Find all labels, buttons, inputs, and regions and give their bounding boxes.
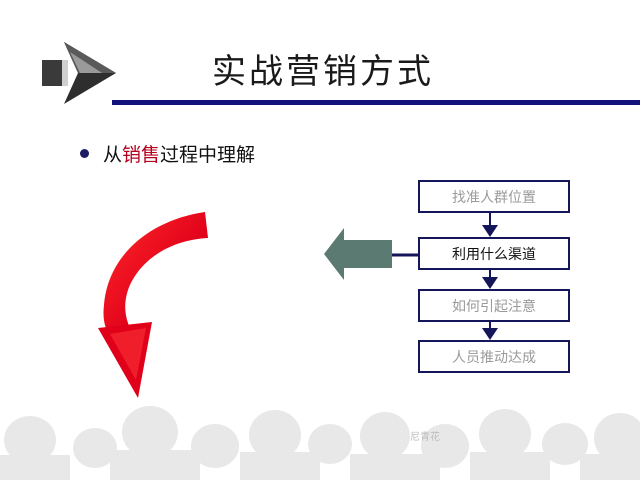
bullet-dot-icon [80, 149, 89, 158]
bullet-point: 从销售过程中理解 [80, 140, 255, 167]
chevron-arrow-icon [42, 42, 116, 104]
curved-red-arrow-icon [98, 212, 208, 398]
flow-step-4: 人员推动达成 [418, 340, 570, 373]
down-arrow-icon [482, 225, 498, 237]
bullet-emphasis: 销售 [122, 144, 161, 166]
crowd-silhouette [0, 406, 640, 480]
down-arrow-icon [482, 328, 498, 340]
watermark-text: 尼青花 [410, 432, 440, 443]
down-arrow-icon [482, 277, 498, 289]
bullet-suffix: 过程中理解 [160, 144, 256, 166]
flow-step-2: 利用什么渠道 [418, 237, 570, 270]
left-pointer-arrow-icon [324, 228, 418, 280]
bullet-prefix: 从 [103, 144, 123, 166]
title-underline [112, 100, 640, 105]
flow-step-3: 如何引起注意 [418, 289, 570, 322]
flow-step-1: 找准人群位置 [418, 180, 570, 213]
slide-title: 实战营销方式 [212, 52, 434, 92]
flow-connectors [482, 213, 498, 340]
